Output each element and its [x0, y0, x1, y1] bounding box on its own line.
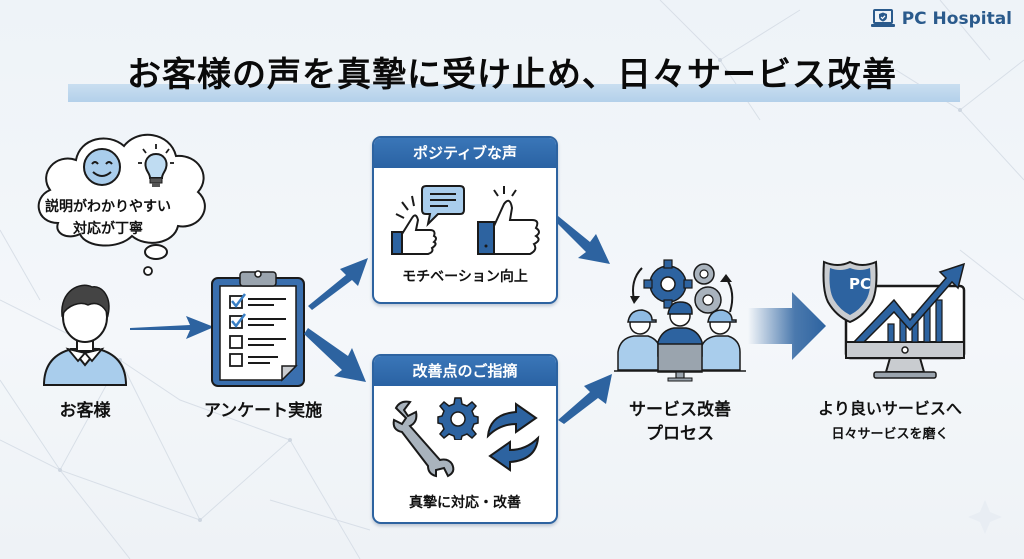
- gear-icon: [437, 397, 479, 440]
- monitor-growth-shield-icon: [822, 260, 966, 379]
- clipboard-checklist-icon: [211, 270, 305, 387]
- arrow-survey-to-improvement: [304, 328, 366, 382]
- process-label-line-2: プロセス: [646, 424, 714, 444]
- worker-left: [617, 309, 661, 371]
- sparkle-icon: [968, 500, 1002, 534]
- thumbs-up-icon: [477, 186, 540, 255]
- improvement-card-footer: 真摯に対応・改善: [409, 495, 521, 511]
- thumbs-up-speech-icon: [391, 185, 465, 255]
- lightbulb-icon: [138, 144, 174, 187]
- page-title-block: お客様の声を真摯に受け止め、日々サービス改善: [64, 52, 960, 106]
- wrench-icon: [392, 400, 455, 478]
- process-label-line-1: サービス改善: [629, 400, 731, 420]
- shield-text: PC: [848, 275, 871, 293]
- refresh-arrows-icon: [486, 402, 540, 472]
- positive-card-header: ポジティブな声: [374, 138, 556, 168]
- arrow-improvement-to-process: [558, 374, 612, 424]
- arrow-positive-to-process: [556, 216, 610, 264]
- brand-name: PC Hospital: [901, 9, 1012, 29]
- arrow-survey-to-positive: [308, 258, 368, 310]
- gear-large: [643, 259, 693, 309]
- arrow-process-to-result: [748, 292, 826, 360]
- thought-text: 説明がわかりやすい 対応が丁寧: [38, 196, 178, 240]
- improvement-card-header: 改善点のご指摘: [374, 356, 556, 386]
- desk-monitor: [614, 343, 746, 382]
- person-icon: [42, 284, 128, 386]
- thought-bubble: [37, 133, 206, 276]
- customer-label: お客様: [59, 401, 111, 421]
- survey-label: アンケート実施: [203, 401, 323, 421]
- worker-right: [699, 309, 741, 371]
- improvement-feedback-card: 改善点のご指摘 真摯に対応・改善: [372, 354, 558, 524]
- gear-small: [693, 263, 715, 285]
- arrow-customer-to-survey: [130, 316, 214, 339]
- pc-shield: [822, 260, 878, 324]
- brand-logo: PC Hospital: [870, 8, 1012, 30]
- title-highlight-band: [68, 84, 960, 102]
- result-label: より良いサービスへ: [818, 399, 962, 418]
- page-title: お客様の声を真摯に受け止め、日々サービス改善: [127, 55, 897, 95]
- result-sublabel: 日々サービスを磨く: [831, 427, 949, 442]
- thought-line-2: 対応が丁寧: [73, 221, 143, 237]
- laptop-shield-icon: [870, 9, 895, 27]
- team-gears-icon: [614, 259, 746, 382]
- smiley-face-icon: [83, 148, 121, 186]
- process-label: サービス改善 プロセス: [600, 398, 760, 446]
- positive-card-footer: モチベーション向上: [402, 269, 528, 285]
- gear-medium: [694, 286, 722, 314]
- thought-line-1: 説明がわかりやすい: [45, 199, 171, 215]
- positive-feedback-card: ポジティブな声 モチベーション向上: [372, 136, 558, 304]
